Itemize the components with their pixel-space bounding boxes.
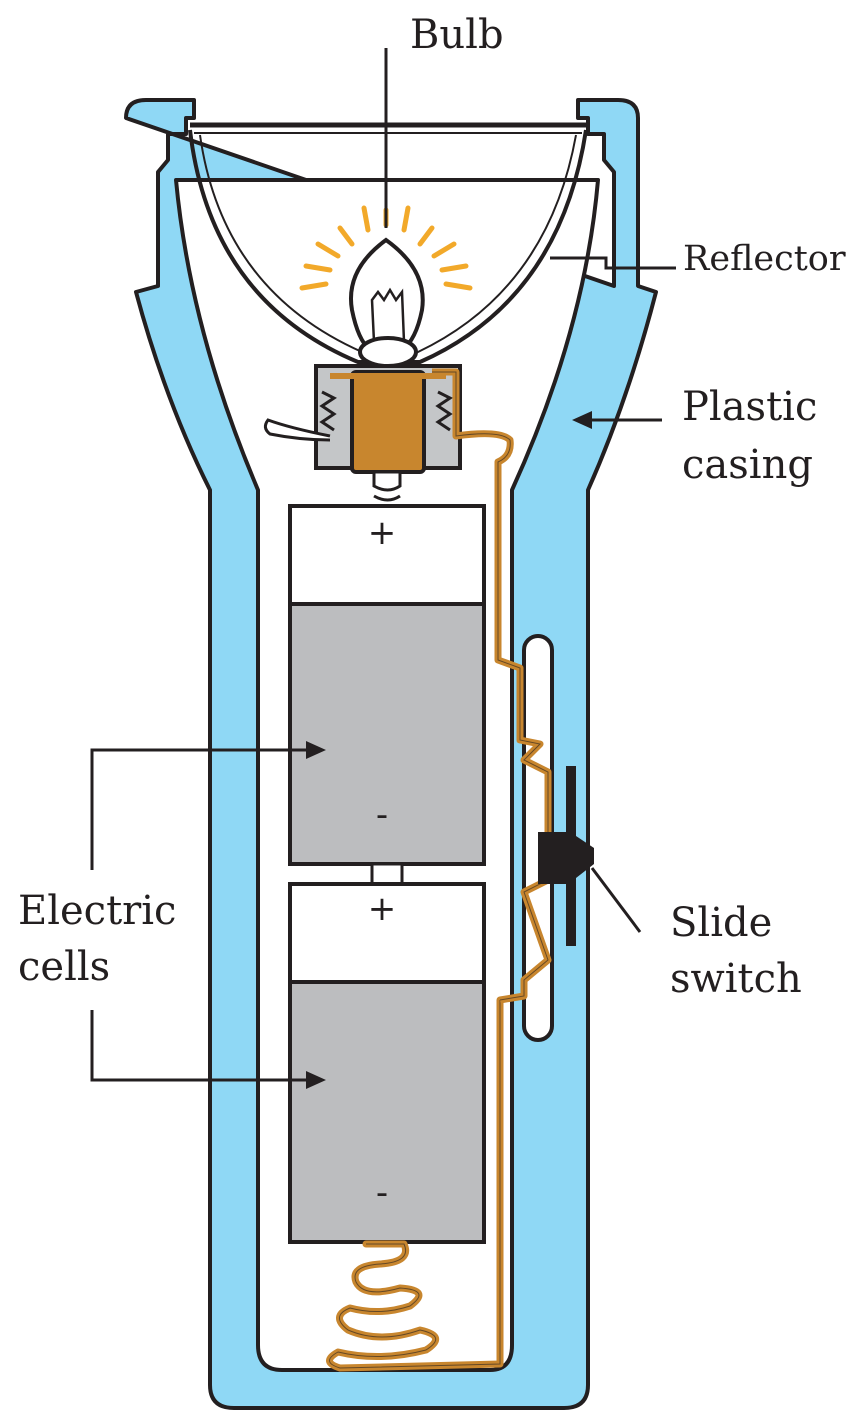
glow-ray (431, 241, 457, 259)
label-plastic-casing-2: casing (682, 442, 813, 488)
socket-tab (263, 418, 331, 442)
label-bulb: Bulb (410, 12, 504, 58)
cell-1-top (288, 504, 486, 606)
cells-arrowhead-bottom (306, 1071, 326, 1089)
cells-bracket-top (90, 748, 308, 870)
socket-spring-right (435, 390, 453, 432)
glow-ray (361, 205, 371, 233)
cell-2-negative: - (376, 1173, 388, 1213)
slide-switch-knob (538, 766, 594, 946)
glow-ray (303, 263, 333, 273)
bottom-spring-outline (329, 1000, 501, 1369)
label-slide-switch-1: Slide (670, 900, 772, 946)
label-reflector: Reflector (683, 239, 846, 279)
cells-bracket-bottom (90, 1010, 308, 1082)
socket-spring-left (319, 390, 337, 432)
glow-ray (315, 241, 341, 259)
switch-pointer (590, 867, 642, 933)
cell-1-negative: - (376, 795, 388, 835)
cell-2-positive: + (368, 889, 397, 929)
glow-ray (401, 205, 411, 233)
label-electric-cells-1: Electric (18, 888, 176, 934)
center-contact (372, 470, 402, 502)
reflector-pointer (550, 256, 676, 270)
bulb-base (358, 336, 418, 368)
casing-arrowhead (572, 411, 592, 429)
bulb-filament (370, 287, 406, 343)
glow-ray (299, 281, 329, 291)
glow-ray (443, 281, 473, 291)
label-slide-switch-2: switch (670, 956, 802, 1002)
cell-1-positive: + (368, 513, 397, 553)
conducting-strip-outline (432, 371, 549, 1001)
glow-ray (337, 225, 355, 247)
bulb-holder (350, 370, 426, 474)
cell-connector (370, 862, 404, 886)
glow-ray (439, 263, 469, 273)
label-electric-cells-2: cells (18, 944, 110, 990)
cell-1-body (288, 602, 486, 866)
cells-arrowhead-top (306, 741, 326, 759)
glow-ray (417, 225, 435, 247)
label-plastic-casing-1: Plastic (682, 384, 817, 430)
cell-2-body (288, 980, 486, 1244)
